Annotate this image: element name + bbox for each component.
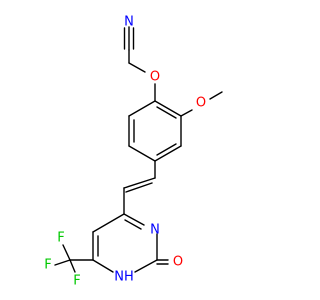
bond-pyr-1 <box>123 213 145 226</box>
bond-ring-o-methoxy <box>180 109 193 117</box>
bond-vinyl-double-outer <box>123 177 156 189</box>
bond-ch2-o <box>128 62 146 73</box>
atom-layer: N O O N NH O F F F <box>44 15 206 289</box>
bond-ring-1 <box>154 100 182 117</box>
bond-o-methyl <box>209 91 223 100</box>
atom-carbonyl-o: O <box>173 255 183 270</box>
atom-fluorine-2: F <box>44 258 51 273</box>
structure-canvas: N O O N NH O F F F <box>44 15 223 289</box>
bond-cf3-f2 <box>54 259 71 266</box>
atom-fluorine-1: F <box>57 231 64 246</box>
bond-pyr-1-inner <box>124 219 142 230</box>
atom-pyrimidine-n: N <box>150 223 160 238</box>
bond-pyr-6 <box>92 213 125 233</box>
atom-fluorine-3: F <box>73 274 80 289</box>
bond-ring-3 <box>154 145 182 162</box>
bond-vinyl-double-inner <box>125 182 153 193</box>
atom-pyrimidine-nh: NH <box>114 270 134 285</box>
atom-ether-o: O <box>150 70 160 85</box>
molecule-structure: N O O N NH O F F F <box>44 15 223 289</box>
bond-pyr-4 <box>92 259 114 273</box>
atom-nitrile-n: N <box>124 15 134 30</box>
bond-layer <box>54 26 223 273</box>
bond-ring-inner-2 <box>156 143 177 156</box>
bond-ring-inner-1 <box>156 106 177 119</box>
bond-cf3-f1 <box>62 244 71 261</box>
atom-methoxy-o: O <box>196 96 206 111</box>
bond-ring-4 <box>128 145 156 162</box>
bond-pyr-3 <box>134 259 158 273</box>
bond-cf3-f3 <box>69 259 76 273</box>
bond-ring-6 <box>128 100 156 117</box>
